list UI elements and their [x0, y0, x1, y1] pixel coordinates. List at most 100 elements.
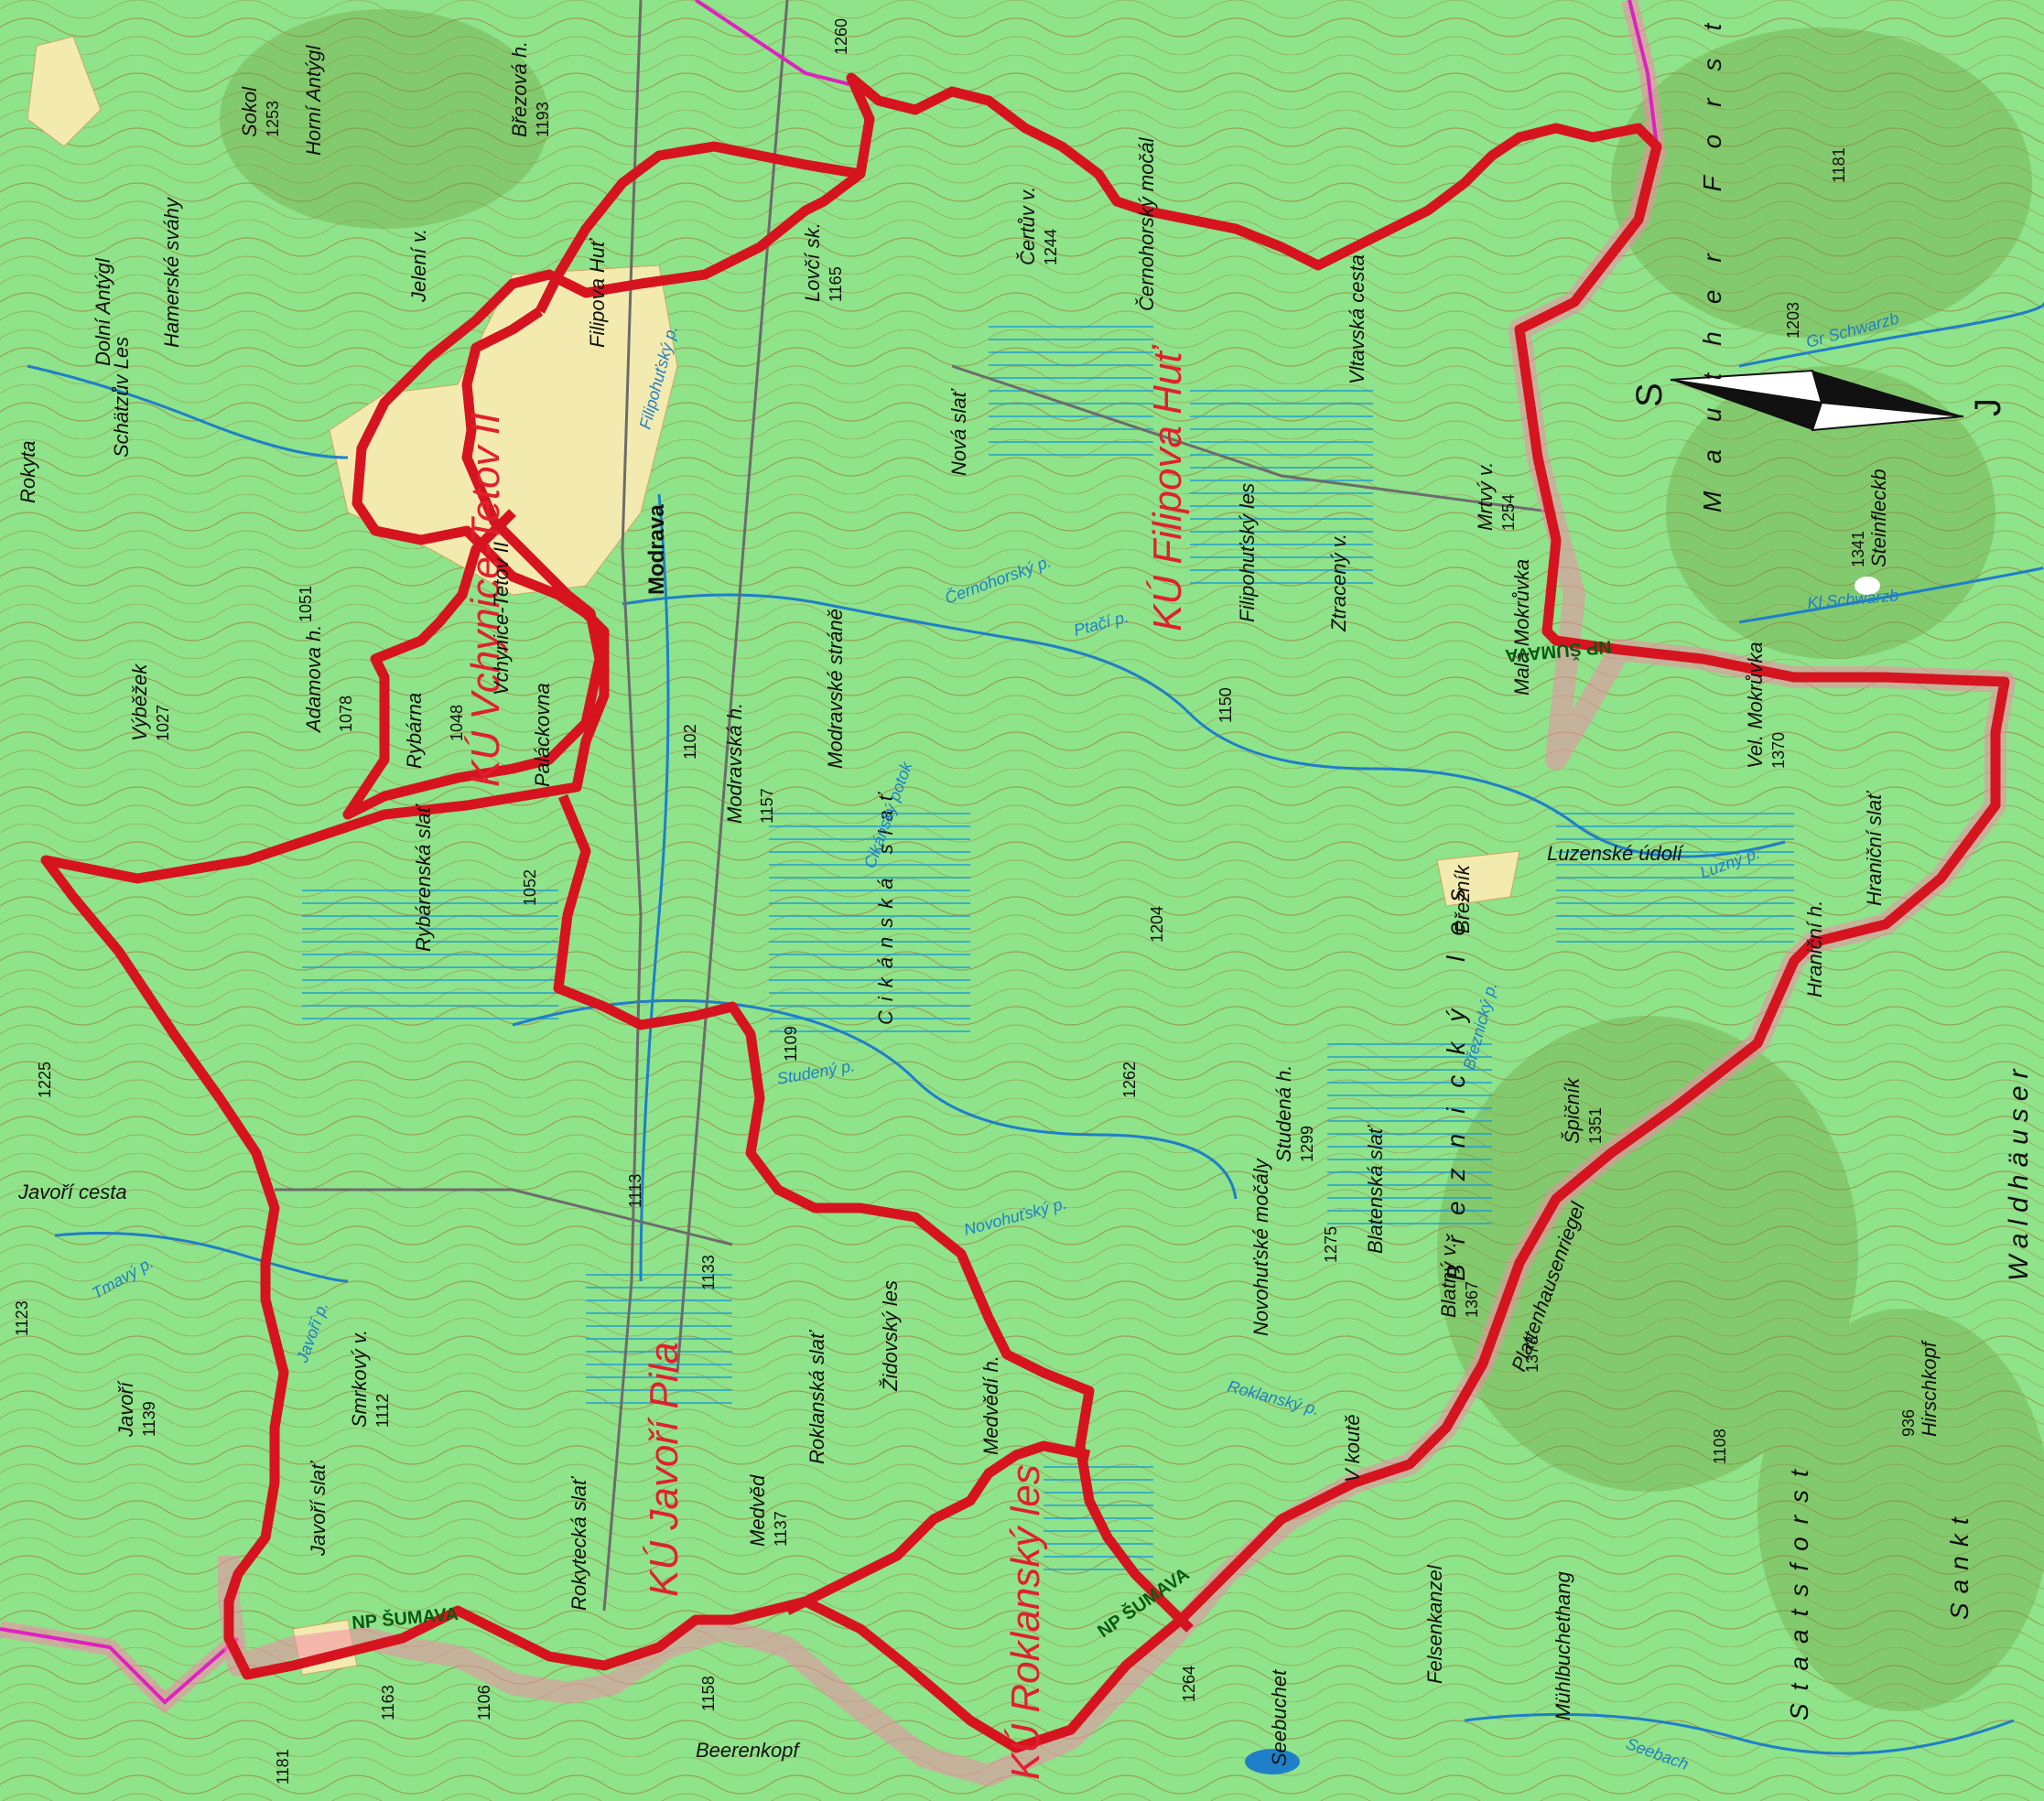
feature-zidovsky-les: Židovský les: [879, 1280, 902, 1392]
feature-breznicky-les: Březnický les: [1442, 868, 1470, 1281]
svg-text:Javoří: Javoří: [114, 1380, 137, 1438]
svg-text:Modravská h.: Modravská h.: [723, 703, 746, 824]
region-label-javori: KÚ Javoří Pila: [642, 1342, 687, 1597]
svg-text:936: 936: [1899, 1409, 1918, 1437]
svg-text:Mrtvý v.: Mrtvý v.: [1474, 462, 1497, 531]
feature-rokytecka-slat: Rokytecká slať: [568, 1475, 590, 1611]
peak-modravska: Modravská h. 1157: [723, 703, 776, 824]
spot-height: 1048: [448, 705, 466, 741]
svg-text:1157: 1157: [758, 788, 776, 824]
peak-certuv: Čertův v.1244: [1016, 187, 1060, 265]
place-breznik: Březník: [1451, 864, 1474, 933]
region-label-vchynice: KÚ Vchynice-Tetov II: [463, 413, 508, 787]
peak-ztraceny: Ztracený v.: [1327, 534, 1350, 632]
svg-text:Vel. Mokrůvka: Vel. Mokrůvka: [1744, 642, 1767, 769]
svg-text:1139: 1139: [140, 1401, 158, 1437]
boundary-north-mid: [535, 141, 861, 314]
peak-jeleni: Jelení v.: [407, 229, 430, 303]
spot-height: 1123: [13, 1300, 31, 1336]
feature-v-koute: V koutě: [1341, 1414, 1364, 1483]
svg-text:Blatný v.: Blatný v.: [1437, 1242, 1460, 1318]
spot-height: 1204: [1148, 906, 1166, 943]
svg-text:1299: 1299: [1298, 1126, 1316, 1162]
svg-text:Lovčí sk.: Lovčí sk.: [801, 222, 824, 302]
peak-lovci: Lovčí sk.1165: [801, 222, 845, 302]
feature-mauther-forst: Mauther Forst: [1698, 0, 1726, 512]
peak-adamova: Adamova h.1078: [302, 625, 355, 734]
place-rybarna: Rybárna: [403, 693, 426, 769]
peak-brezova: Březová h.1193: [508, 41, 552, 137]
svg-text:1367: 1367: [1463, 1281, 1481, 1318]
feature-rybarenska-slat: Rybárenská slať: [412, 803, 435, 952]
spot-height: 1181: [1830, 147, 1848, 183]
feature-muhlbuchethang: Mühlbuchethang: [1552, 1571, 1574, 1720]
spot-height: 1275: [1322, 1226, 1340, 1263]
svg-text:Březová h.: Březová h.: [508, 41, 531, 137]
feature-sankt: Sankt: [1945, 1508, 1974, 1620]
place-labels: Modrava Filipova Huť Luzenské údolí Břez…: [16, 45, 1684, 1762]
svg-text:Smrkový v.: Smrkový v.: [348, 1330, 371, 1428]
spot-height: 1102: [681, 724, 699, 760]
svg-text:Čertův v.: Čertův v.: [1016, 187, 1039, 265]
svg-text:Medvěd: Medvěd: [746, 1474, 769, 1547]
spot-height: 1133: [699, 1255, 718, 1290]
feature-novohutske-mocaly: Novohuťské močály: [1249, 1157, 1272, 1336]
spot-heights: 1102 1109 1204 1052 1051 1048 1150 1113 …: [13, 18, 1848, 1785]
feature-waldhauser: Waldhäuser: [2004, 1062, 2034, 1281]
spot-height: 1262: [1120, 1062, 1139, 1098]
cadastral-boundaries: [40, 72, 2016, 1786]
svg-text:Výběžek: Výběžek: [128, 663, 151, 741]
peak-smrkovy: Smrkový v.1112: [348, 1330, 392, 1428]
svg-text:1137: 1137: [772, 1511, 790, 1547]
feature-cikanska-slat: Cikánská slať: [874, 784, 897, 1025]
hill-shading: [220, 9, 2044, 1711]
place-javori-cesta: Javoří cesta: [17, 1181, 127, 1203]
spot-height: 1051: [297, 586, 315, 622]
roads: [275, 0, 1557, 1612]
feature-felsenkanzel: Felsenkanzel: [1423, 1564, 1446, 1684]
spot-height: 1052: [521, 869, 539, 906]
streams: [27, 302, 2044, 1755]
svg-text:Adamova h.: Adamova h.: [302, 625, 325, 734]
boundary-split-south: [553, 793, 1194, 1633]
feature-vltavska-cesta: Vltavská cesta: [1346, 254, 1368, 384]
feature-staatsforst: Staatsforst: [1785, 1457, 1813, 1720]
feature-hranicni-slat: Hraniční slať: [1863, 790, 1886, 906]
feature-roklanska-slat: Roklanská slať: [806, 1329, 828, 1464]
place-schatzuv-les: Schätzův Les: [110, 337, 133, 458]
spot-height: 1113: [626, 1174, 644, 1208]
svg-text:1027: 1027: [154, 705, 172, 741]
feature-filipohutsky-les: Filipohuťský les: [1236, 483, 1259, 622]
spot-height: 1373: [1523, 1336, 1541, 1373]
svg-text:Hirschkopf: Hirschkopf: [1918, 1339, 1941, 1437]
svg-text:Sokol: Sokol: [238, 86, 261, 137]
feature-nova-slat: Nová slať: [947, 387, 970, 476]
svg-text:Jelení v.: Jelení v.: [407, 229, 430, 303]
svg-text:1341: 1341: [1849, 531, 1867, 567]
place-modrava: Modrava: [644, 504, 669, 595]
spot-height: 1163: [379, 1685, 397, 1720]
spot-height: 1106: [475, 1685, 493, 1720]
feature-modravske-strane: Modravské stráně: [824, 609, 847, 769]
peak-studena: Studená h.1299: [1272, 1065, 1316, 1162]
svg-text:Malá Mokrůvka: Malá Mokrůvka: [1510, 559, 1533, 696]
svg-text:1253: 1253: [264, 101, 282, 137]
svg-text:Hraniční h.: Hraniční h.: [1803, 900, 1826, 998]
svg-text:Steinfleckb: Steinfleckb: [1867, 469, 1890, 567]
svg-text:Medvědí h.: Medvědí h.: [979, 1355, 1002, 1455]
svg-text:1370: 1370: [1769, 732, 1788, 769]
compass-north-letter: J: [1968, 398, 2008, 416]
region-label-roklansky: KÚ Roklanský les: [1003, 1464, 1048, 1780]
peak-medvedi: Medvědí h.: [979, 1355, 1002, 1455]
spot-height: 1108: [1711, 1429, 1729, 1464]
compass-rose: S J: [1629, 369, 2008, 432]
svg-text:1244: 1244: [1042, 229, 1060, 265]
svg-text:Studená h.: Studená h.: [1272, 1065, 1295, 1162]
